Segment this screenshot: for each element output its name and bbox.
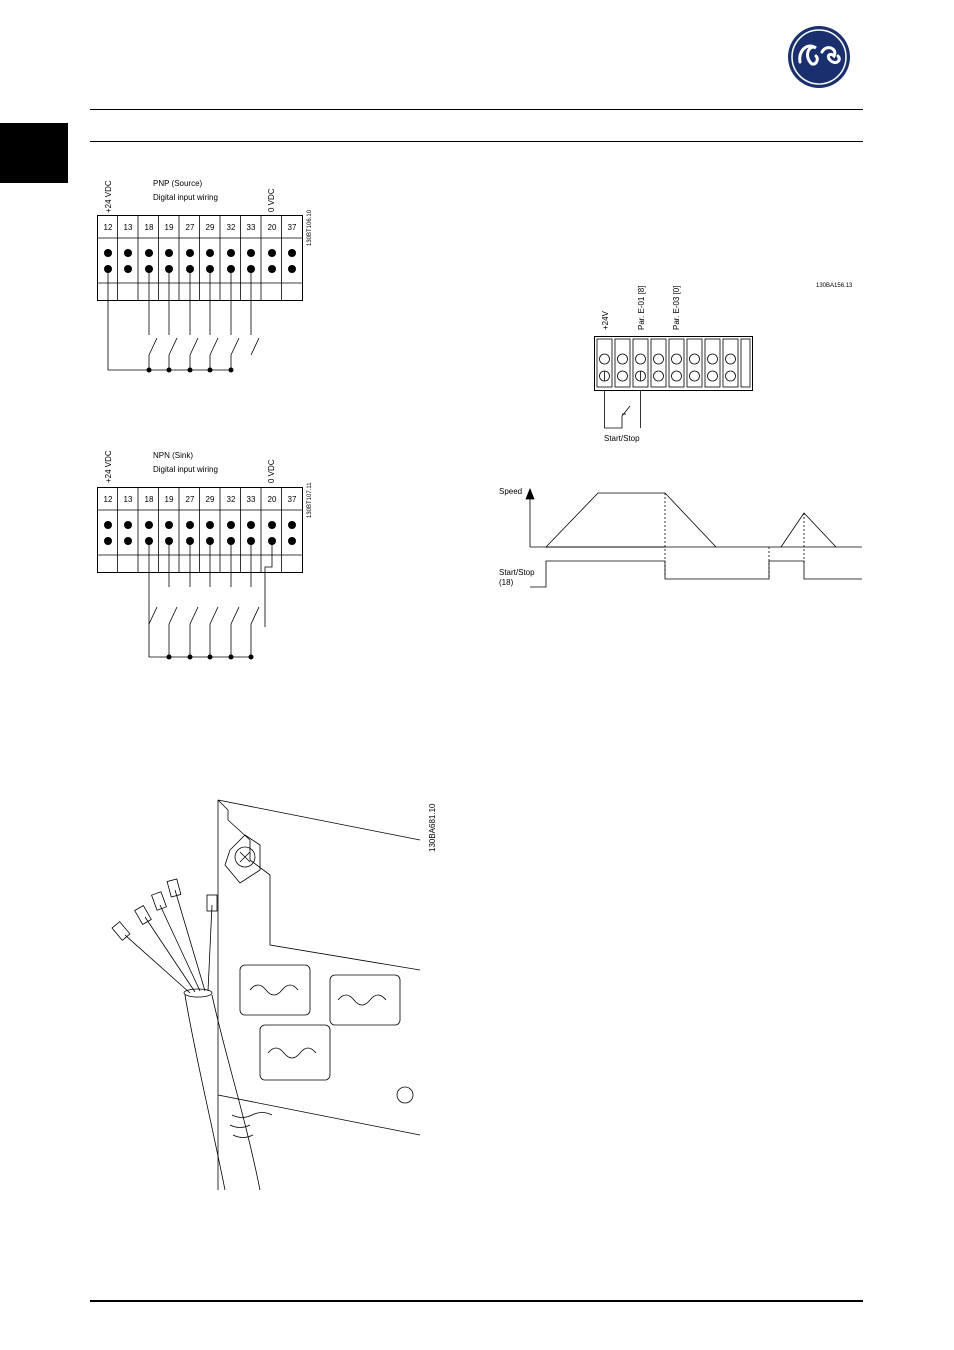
startstop-24v-label: +24V (601, 311, 610, 330)
pnp-term-32: 32 (227, 223, 236, 232)
npn-term-27: 27 (186, 495, 195, 504)
npn-terminal-block: 12 13 18 19 27 29 32 33 20 37 (97, 487, 317, 687)
npn-term-37: 37 (288, 495, 297, 504)
npn-title: NPN (Sink) (153, 451, 193, 460)
pnp-term-29: 29 (206, 223, 215, 232)
timing-startstop-terminal: (18) (499, 578, 513, 587)
pnp-term-27: 27 (186, 223, 195, 232)
startstop-figure-code: 130BA156.13 (816, 283, 852, 289)
timing-waveforms (520, 485, 900, 595)
startstop-e01-label: Par. E-01 [8] (637, 286, 646, 330)
pnp-term-37: 37 (288, 223, 297, 232)
npn-term-12: 12 (104, 495, 113, 504)
pnp-term-18: 18 (145, 223, 154, 232)
pnp-terminal-block: 12 13 18 19 27 29 32 33 20 37 (97, 215, 317, 415)
npn-term-13: 13 (124, 495, 133, 504)
cable-drawing (100, 795, 430, 1195)
npn-term-33: 33 (247, 495, 256, 504)
chapter-tab (0, 123, 68, 183)
startstop-switch-label: Start/Stop (604, 434, 640, 443)
npn-term-29: 29 (206, 495, 215, 504)
npn-subtitle: Digital input wiring (153, 465, 218, 474)
ge-logo: GE (786, 24, 852, 90)
pnp-term-12: 12 (104, 223, 113, 232)
header-rule-top (90, 109, 863, 110)
npn-0vdc-label: 0 VDC (267, 459, 276, 483)
npn-24vdc-label: +24 VDC (104, 450, 113, 483)
pnp-term-13: 13 (124, 223, 133, 232)
pnp-title: PNP (Source) (153, 179, 202, 188)
npn-term-19: 19 (165, 495, 174, 504)
startstop-e03-label: Par. E-03 [0] (672, 286, 681, 330)
pnp-term-33: 33 (247, 223, 256, 232)
pnp-term-19: 19 (165, 223, 174, 232)
pnp-0vdc-label: 0 VDC (267, 188, 276, 212)
timing-speed-label: Speed (499, 487, 522, 496)
npn-term-18: 18 (145, 495, 154, 504)
pnp-subtitle: Digital input wiring (153, 193, 218, 202)
npn-term-32: 32 (227, 495, 236, 504)
pnp-24vdc-label: +24 VDC (104, 180, 113, 213)
pnp-term-20: 20 (268, 223, 277, 232)
startstop-terminal-block (594, 336, 764, 446)
npn-term-20: 20 (268, 495, 277, 504)
header-rule-bottom (90, 141, 863, 142)
footer-rule (90, 1300, 863, 1302)
